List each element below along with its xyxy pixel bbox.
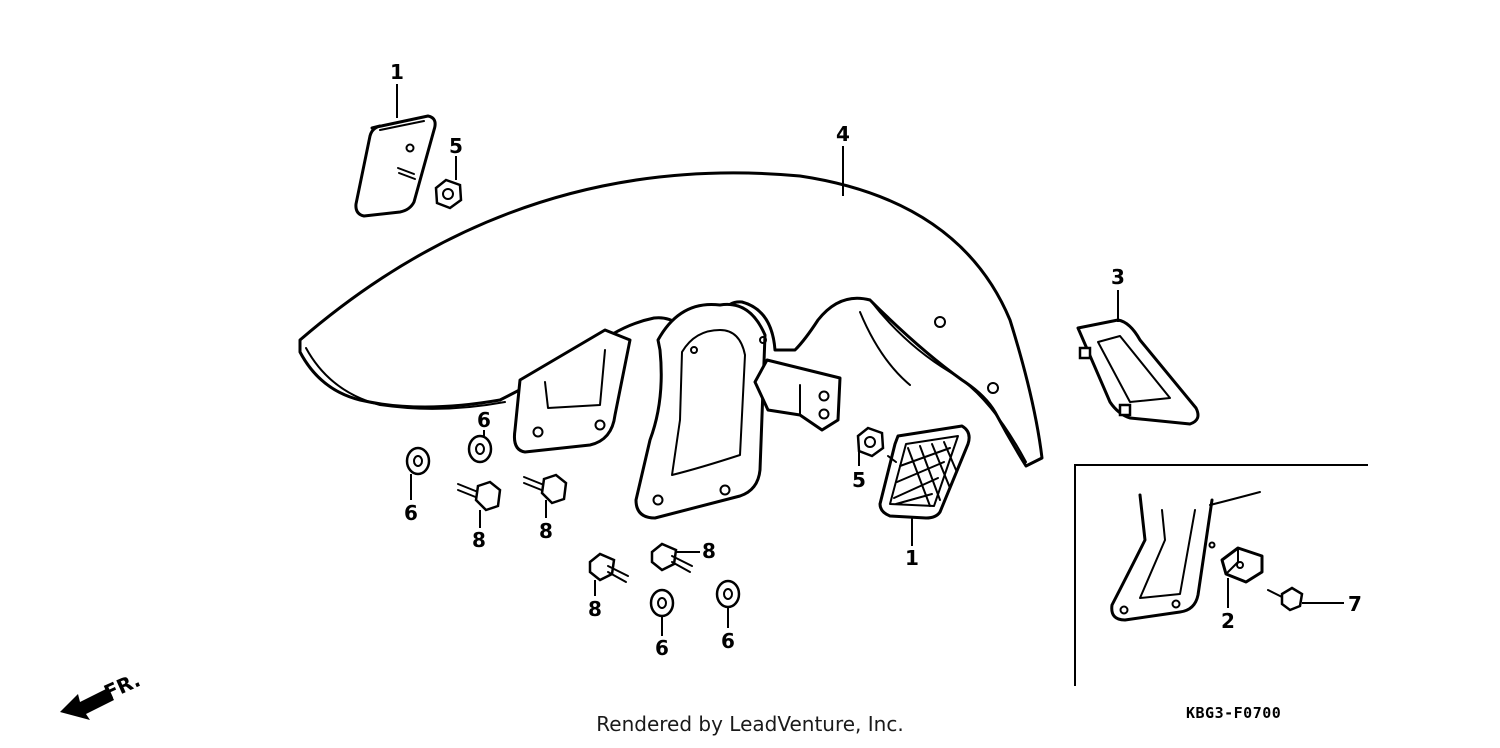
- callout-labels: 1 5 4 3 6 6 8 8 5 1 8 8 6 6 2 7: [390, 60, 1362, 660]
- washer-6b: [467, 434, 493, 464]
- callout-6-c: 6: [655, 636, 669, 660]
- callout-2: 2: [1221, 609, 1235, 633]
- detail-inset: [1074, 464, 1368, 686]
- callout-6-d: 6: [721, 629, 735, 653]
- bolt-8a: [457, 480, 502, 512]
- callout-3: 3: [1111, 265, 1125, 289]
- credit-text: Rendered by LeadVenture, Inc.: [596, 712, 904, 736]
- washer-6a: [405, 446, 431, 476]
- reflector-bracket-part3: [1076, 318, 1200, 426]
- fender-bracket-left: [513, 328, 632, 454]
- callout-8-c: 8: [588, 597, 602, 621]
- callout-5-top: 5: [449, 134, 463, 158]
- callout-8-d: 8: [702, 539, 716, 563]
- diagram-code: KBG3-F0700: [1186, 704, 1282, 722]
- callout-4: 4: [836, 122, 850, 146]
- callout-8-a: 8: [472, 528, 486, 552]
- bolt-8b: [523, 473, 568, 505]
- callout-1-mid: 1: [905, 546, 919, 570]
- nut-top: [434, 178, 463, 210]
- reflector-top: [354, 114, 437, 218]
- fender-bracket-center: [634, 302, 767, 520]
- callout-6-a: 6: [404, 501, 418, 525]
- callout-5-mid: 5: [852, 468, 866, 492]
- callout-1-top: 1: [390, 60, 404, 84]
- reflector-mid: [878, 424, 971, 520]
- direction-label: FR.: [100, 668, 144, 705]
- bolt-8d: [650, 542, 693, 573]
- leader-lines: [396, 84, 1344, 636]
- washer-6c: [649, 588, 675, 618]
- nut-mid: [856, 426, 885, 458]
- washer-6d: [715, 579, 741, 609]
- fender-bracket-right: [753, 358, 842, 432]
- callout-6-b: 6: [477, 408, 491, 432]
- callout-8-b: 8: [539, 519, 553, 543]
- callout-7: 7: [1348, 592, 1362, 616]
- bolt-8c: [588, 552, 629, 583]
